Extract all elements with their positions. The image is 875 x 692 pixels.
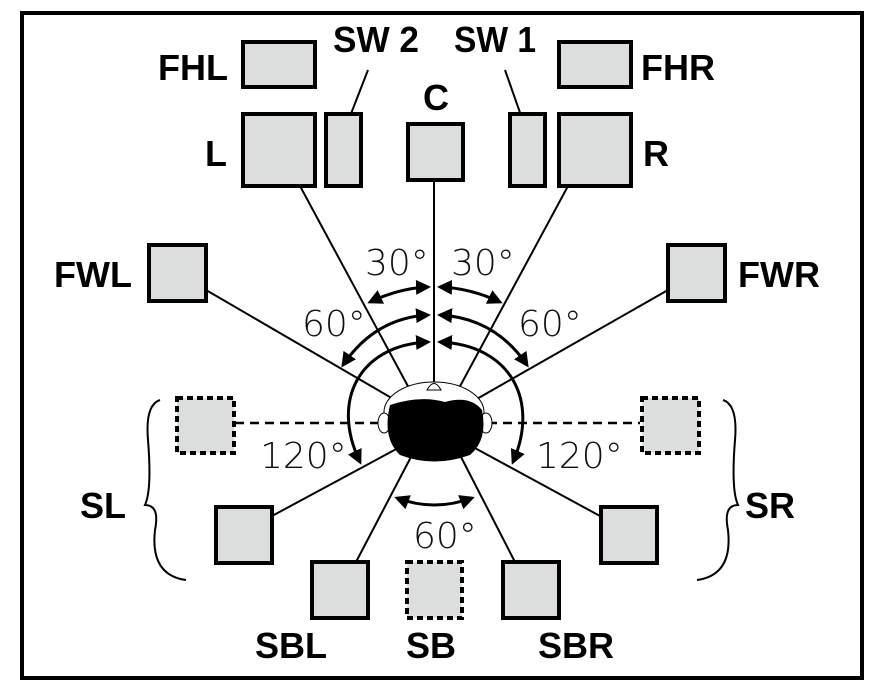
label-sl: SL <box>80 485 126 526</box>
line-right <box>457 185 569 391</box>
angle-label-30-right: 30° <box>451 243 515 284</box>
speaker-sl-dipole <box>175 396 236 455</box>
speaker-sw2 <box>324 112 363 188</box>
brace-sl-icon <box>143 399 187 581</box>
speaker-r <box>557 112 633 188</box>
arc-30-right <box>437 279 503 304</box>
angle-label-60-right: 60° <box>518 304 582 345</box>
angle-label-120-right: 120° <box>536 436 623 477</box>
listener-head-icon <box>377 381 493 462</box>
speaker-fhr <box>557 40 633 89</box>
speaker-sr-dipole <box>640 396 701 455</box>
label-sw2: SW 2 <box>333 19 419 60</box>
brace-sr-icon <box>696 399 740 581</box>
line-sbr <box>459 454 516 563</box>
arc-120-right <box>437 335 525 465</box>
diagram-frame <box>20 11 864 680</box>
speaker-fwr <box>666 243 727 303</box>
label-sbl: SBL <box>255 625 327 666</box>
label-sb: SB <box>406 625 456 666</box>
speaker-sl <box>214 505 274 565</box>
speaker-sr <box>599 505 659 565</box>
angle-label-60-back: 60° <box>413 516 477 557</box>
label-c: C <box>423 77 449 118</box>
angle-label-120-left: 120° <box>260 436 347 477</box>
speaker-c <box>406 122 465 182</box>
speaker-sbl <box>310 560 370 620</box>
label-fwl: FWL <box>54 254 132 295</box>
angle-label-30-left: 30° <box>365 243 429 284</box>
label-l: L <box>205 133 227 174</box>
arc-30-left <box>367 279 431 304</box>
label-fhl: FHL <box>158 47 228 88</box>
label-sbr: SBR <box>538 625 614 666</box>
speaker-sw1 <box>508 112 547 188</box>
line-fwl <box>205 289 396 401</box>
label-fhr: FHR <box>641 47 715 88</box>
arc-60-back <box>394 495 475 510</box>
label-r: R <box>643 133 669 174</box>
speaker-sbr <box>501 560 561 620</box>
angle-label-60-left: 60° <box>302 304 366 345</box>
label-sw1: SW 1 <box>454 19 536 60</box>
line-sbl <box>355 454 413 563</box>
speaker-sb <box>405 560 464 620</box>
arc-60-right <box>437 308 529 368</box>
speaker-l <box>241 112 317 188</box>
speaker-fhl <box>241 40 317 89</box>
line-left <box>299 185 411 391</box>
arc-120-left <box>346 335 431 465</box>
label-fwr: FWR <box>738 254 820 295</box>
speaker-fwl <box>147 243 208 303</box>
angle-arcs <box>341 279 529 510</box>
label-sr: SR <box>745 485 795 526</box>
